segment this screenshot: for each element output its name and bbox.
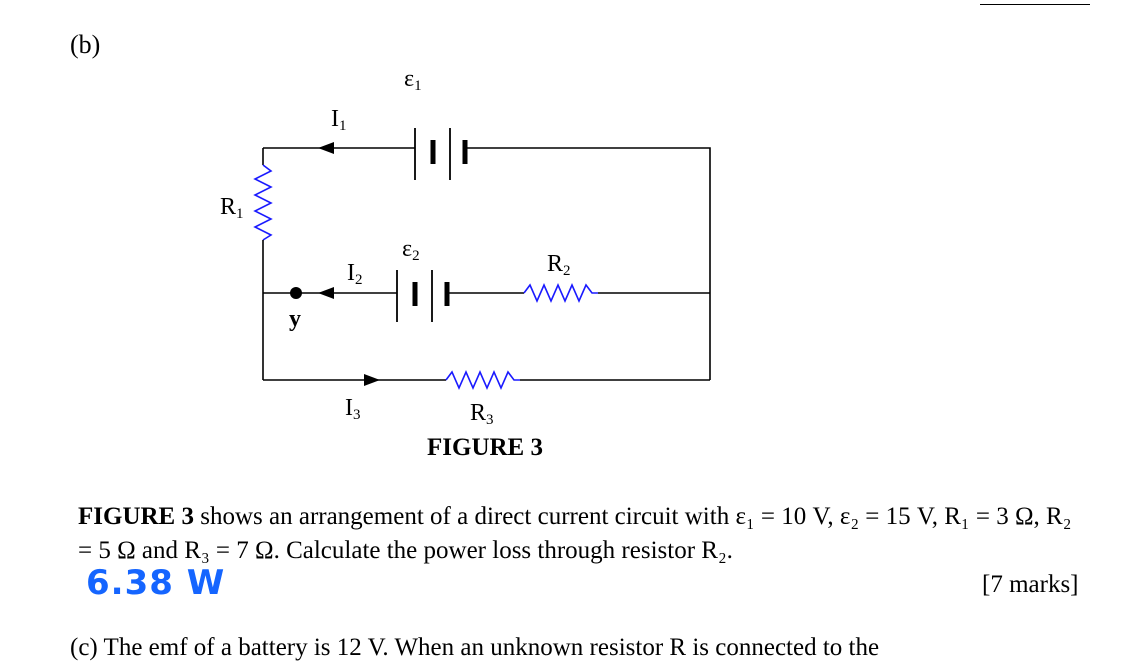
part-label: (b) <box>70 30 101 59</box>
label-r3: R3 <box>470 400 494 428</box>
resistor-r2 <box>523 283 598 303</box>
label-e2: ε2 <box>402 236 420 264</box>
label-i2: I2 <box>347 260 363 288</box>
figure-caption: FIGURE 3 <box>427 434 543 461</box>
resistor-r1 <box>253 164 273 241</box>
node-y-dot <box>290 287 302 299</box>
resistor-r3 <box>445 370 520 390</box>
marks-label: [7 marks] <box>982 571 1079 598</box>
label-node-y: y <box>289 306 301 332</box>
question-text: FIGURE 3 shows an arrangement of a direc… <box>78 500 1088 568</box>
label-i1: I1 <box>331 106 347 134</box>
circuit-diagram: ε1 I1 R1 ε2 I2 R2 y I3 R3 <box>220 66 711 428</box>
label-e1: ε1 <box>404 66 422 94</box>
question-body: shows an arrangement of a direct current… <box>78 503 1072 564</box>
arrow-i3 <box>364 374 380 386</box>
handwritten-answer: 6.38 W <box>86 563 226 603</box>
arrow-i1 <box>318 142 334 154</box>
label-r2: R2 <box>547 251 571 279</box>
arrow-i2 <box>318 287 334 299</box>
label-r1: R1 <box>220 194 244 222</box>
top-wire-right <box>463 147 711 380</box>
label-i3: I3 <box>345 395 361 423</box>
top-marks-bracket <box>980 0 1090 5</box>
question-figure-ref: FIGURE 3 <box>78 503 194 530</box>
next-question-text: (c) The emf of a battery is 12 V. When a… <box>70 634 880 661</box>
